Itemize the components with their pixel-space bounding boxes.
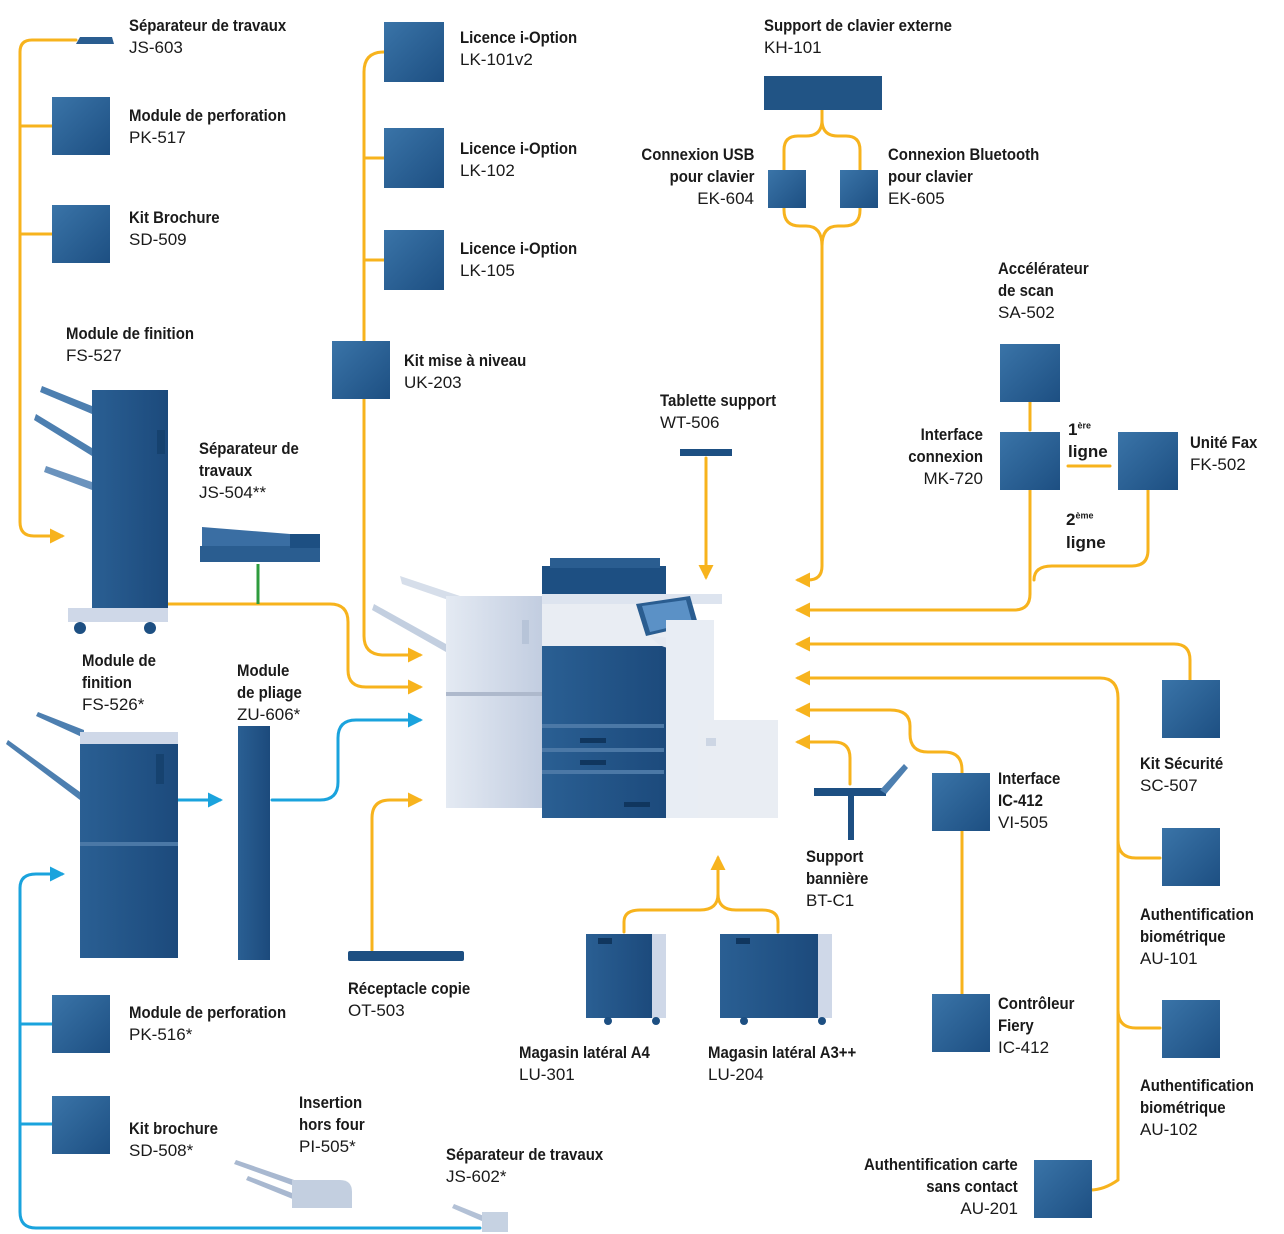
- pi505-inserter: [234, 1160, 352, 1208]
- au102-box: [1162, 1000, 1220, 1058]
- au201-box: [1034, 1160, 1092, 1218]
- label-line1: 1ère: [1068, 420, 1091, 439]
- line-lu204: [710, 855, 780, 934]
- line-ot503-machine: [370, 792, 423, 952]
- connector-lines-blue: [18, 712, 482, 1230]
- pk517-box: [52, 97, 110, 155]
- line-bottom-chain-fs526: [18, 866, 482, 1230]
- line-au101: [1116, 838, 1162, 860]
- line-lu301: [622, 892, 720, 934]
- lu204-tray: [720, 934, 832, 1025]
- fs526-finisher: [6, 712, 178, 958]
- line-sc507-machine: [795, 636, 1192, 682]
- lk102-box: [384, 128, 444, 188]
- btc1-banner-support: [814, 764, 908, 840]
- line-js603-fs527: [18, 38, 78, 544]
- lk101-box: [384, 22, 444, 82]
- label-line2-word: ligne: [1066, 533, 1106, 552]
- js602-separator: [452, 1204, 508, 1232]
- pk516-box: [52, 995, 110, 1053]
- mk720-box: [1000, 432, 1060, 490]
- sd508-box: [52, 1096, 110, 1154]
- lu301-tray: [586, 934, 666, 1025]
- line-licenses-machine: [362, 50, 423, 663]
- au101-box: [1162, 828, 1220, 886]
- line-fs527-machine: [166, 602, 423, 695]
- line-kh101-split: [782, 108, 824, 588]
- label-line2: 2ème: [1066, 510, 1094, 529]
- ic412-box: [932, 994, 990, 1052]
- sc507-box: [1162, 680, 1220, 738]
- main-mfp-machine: [372, 558, 778, 818]
- sa502-box: [1000, 344, 1060, 402]
- label-lu204: Magasin latéral A3++LU-204: [708, 1043, 857, 1084]
- kh101-box: [764, 76, 882, 110]
- line-vi505-machine: [795, 702, 964, 1022]
- connector-lines-orange: [18, 38, 1192, 1192]
- fs527-finisher: [34, 386, 168, 634]
- ek604-box: [768, 170, 806, 208]
- uk203-box: [332, 341, 390, 399]
- unit-boxes: [52, 22, 1220, 1218]
- ot503-tray: [348, 951, 464, 961]
- ek605-box: [840, 170, 878, 208]
- lk105-box: [384, 230, 444, 290]
- js504-separator: [200, 527, 320, 562]
- vi505-box: [932, 773, 990, 831]
- label-line1-word: ligne: [1068, 442, 1108, 461]
- wt506-tray: [680, 449, 732, 456]
- zu606-box: [238, 726, 270, 960]
- line-mk720-machine: [795, 488, 1032, 618]
- line-fk502-mk720: [1032, 488, 1150, 582]
- line-btc1-machine: [795, 734, 852, 786]
- line-au102: [1116, 1008, 1162, 1030]
- fk502-box: [1118, 432, 1178, 490]
- sd509-box: [52, 205, 110, 263]
- js603-icon: [76, 37, 114, 44]
- line-zu606-machine: [270, 712, 423, 802]
